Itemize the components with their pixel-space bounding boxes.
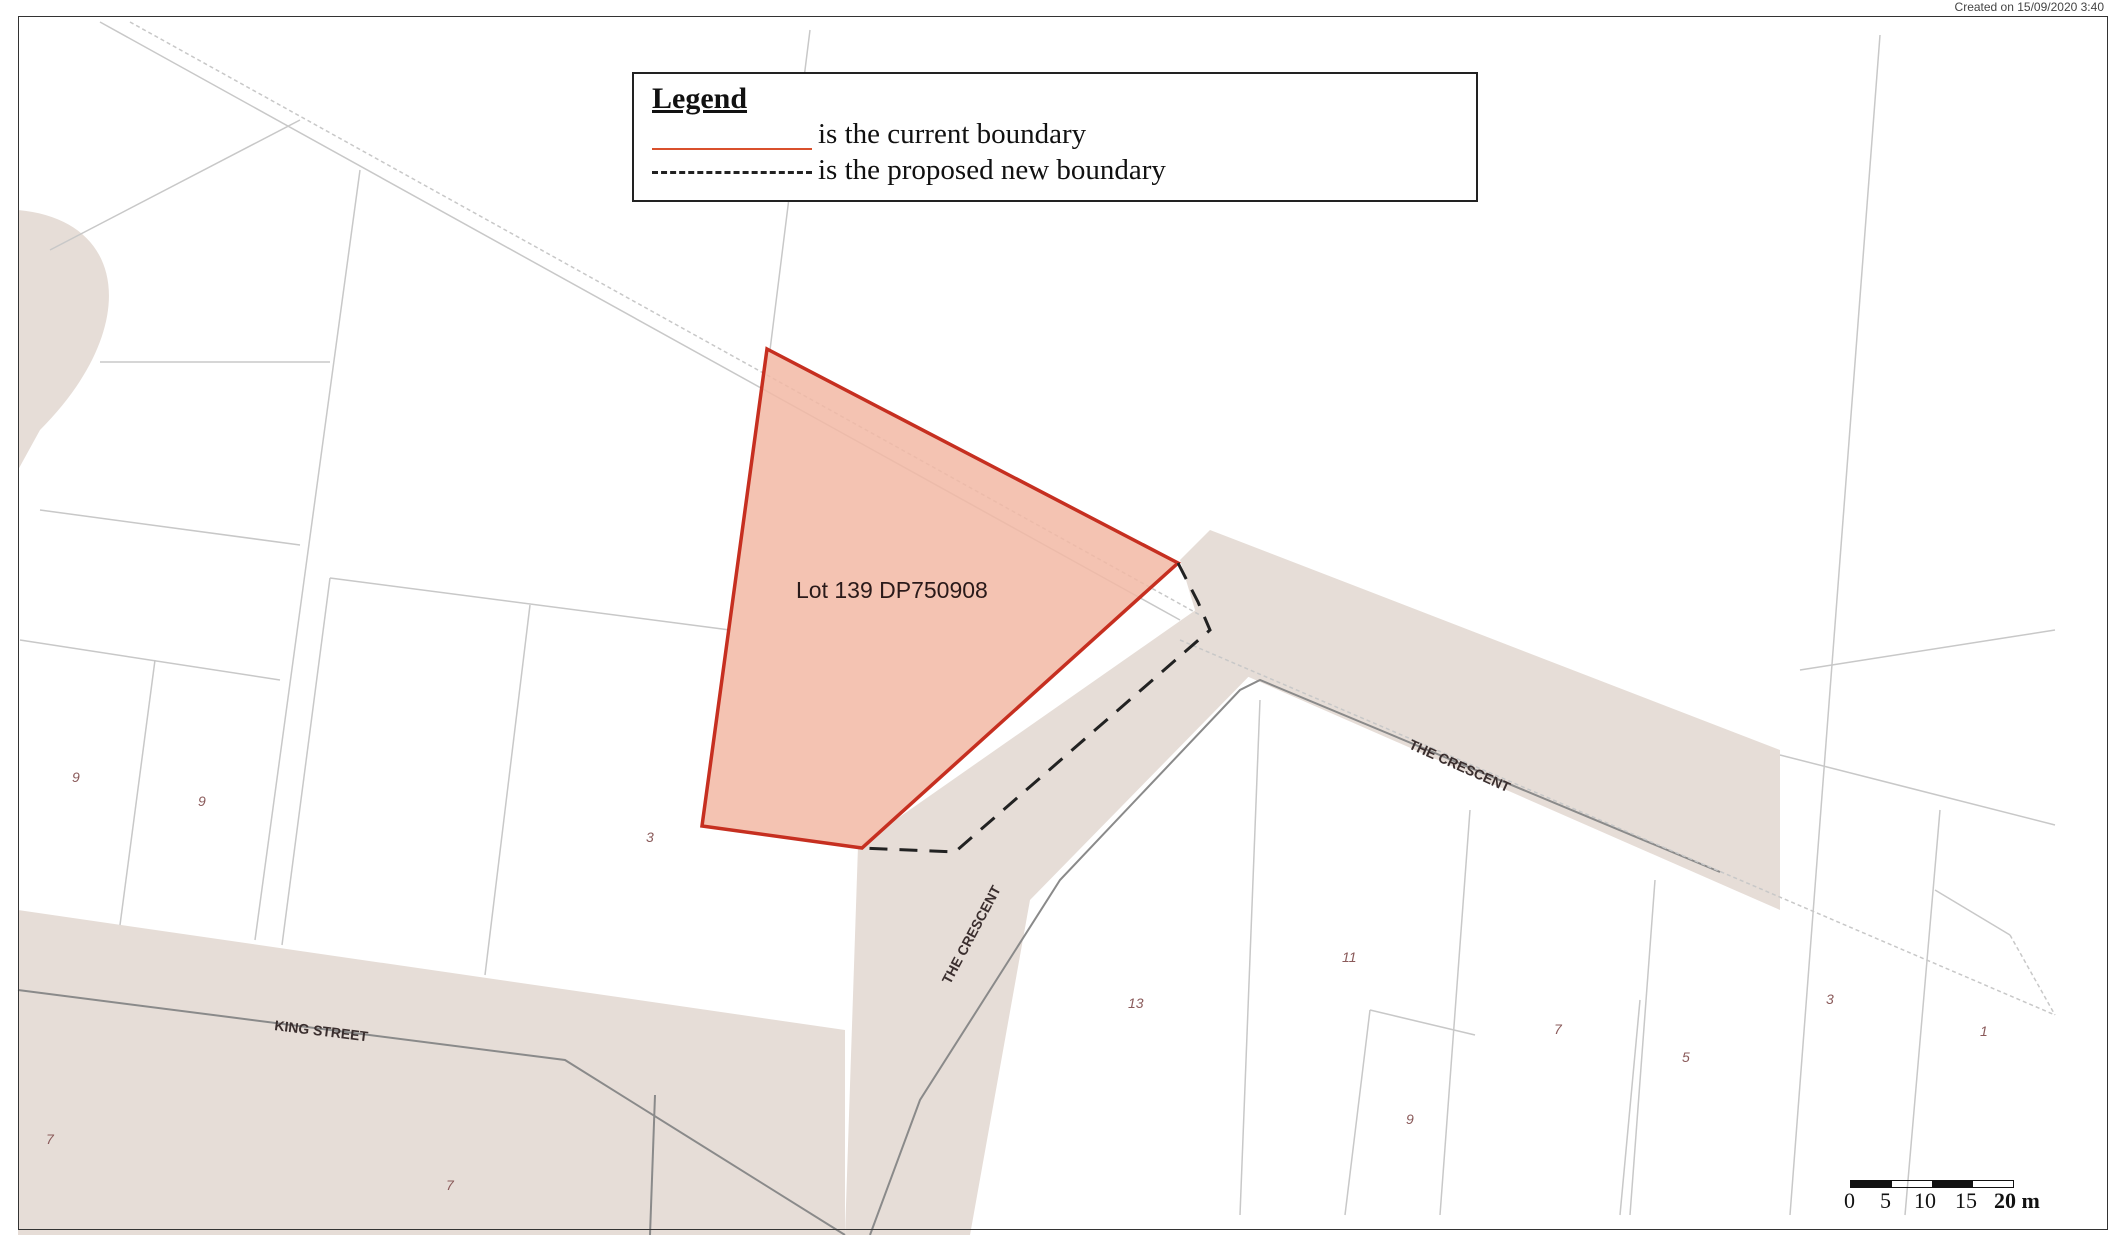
scale-bar: 0 5 10 15 20 m (1844, 1180, 2070, 1230)
legend-box: Legend is the current boundary is the pr… (632, 72, 1478, 202)
created-timestamp: Created on 15/09/2020 3:40 (1954, 0, 2104, 14)
legend-proposed-text: is the proposed new boundary (818, 154, 1166, 186)
lot-number: 7 (446, 1177, 455, 1193)
proposed-boundary-swatch (652, 171, 812, 174)
lot-number: 9 (1406, 1111, 1414, 1127)
legend-row-proposed: is the proposed new boundary (652, 154, 1452, 190)
scale-label: 15 (1955, 1188, 1977, 1213)
legend-row-current: is the current boundary (652, 118, 1452, 154)
legend-current-text: is the current boundary (818, 118, 1087, 150)
lot-number: 13 (1128, 995, 1144, 1011)
road-king-street (18, 910, 845, 1235)
lot-number: 9 (72, 769, 80, 785)
scale-label: 0 (1844, 1188, 1855, 1213)
lot-number: 11 (1342, 949, 1357, 965)
lot-number: 1 (1980, 1023, 1988, 1039)
cul-de-sac (18, 210, 109, 470)
lot-number: 7 (1554, 1021, 1563, 1037)
lot-139-label: Lot 139 DP750908 (796, 577, 988, 603)
lot-numbers: 9 9 3 13 11 7 5 3 1 9 7 7 (46, 769, 1988, 1193)
lot-number: 5 (1682, 1049, 1690, 1065)
scale-label: 5 (1880, 1188, 1891, 1213)
road-crescent-side (845, 600, 1260, 1235)
legend-title: Legend (652, 82, 748, 115)
scale-bar-graphic (1850, 1180, 2014, 1188)
current-boundary-swatch (652, 148, 812, 150)
scale-label: 20 m (1994, 1188, 2040, 1213)
road-crescent-main (1180, 530, 1780, 910)
road-centrelines (17, 678, 1721, 1235)
lot-139-current-boundary[interactable] (700, 346, 1182, 850)
lot-number: 3 (1826, 991, 1834, 1007)
lot-number: 9 (198, 793, 206, 809)
lot-number: 7 (46, 1131, 55, 1147)
proposed-new-boundary[interactable] (861, 562, 1212, 854)
road-areas (18, 210, 1780, 1235)
lot-number: 3 (646, 829, 654, 845)
scale-label: 10 (1914, 1188, 1936, 1213)
